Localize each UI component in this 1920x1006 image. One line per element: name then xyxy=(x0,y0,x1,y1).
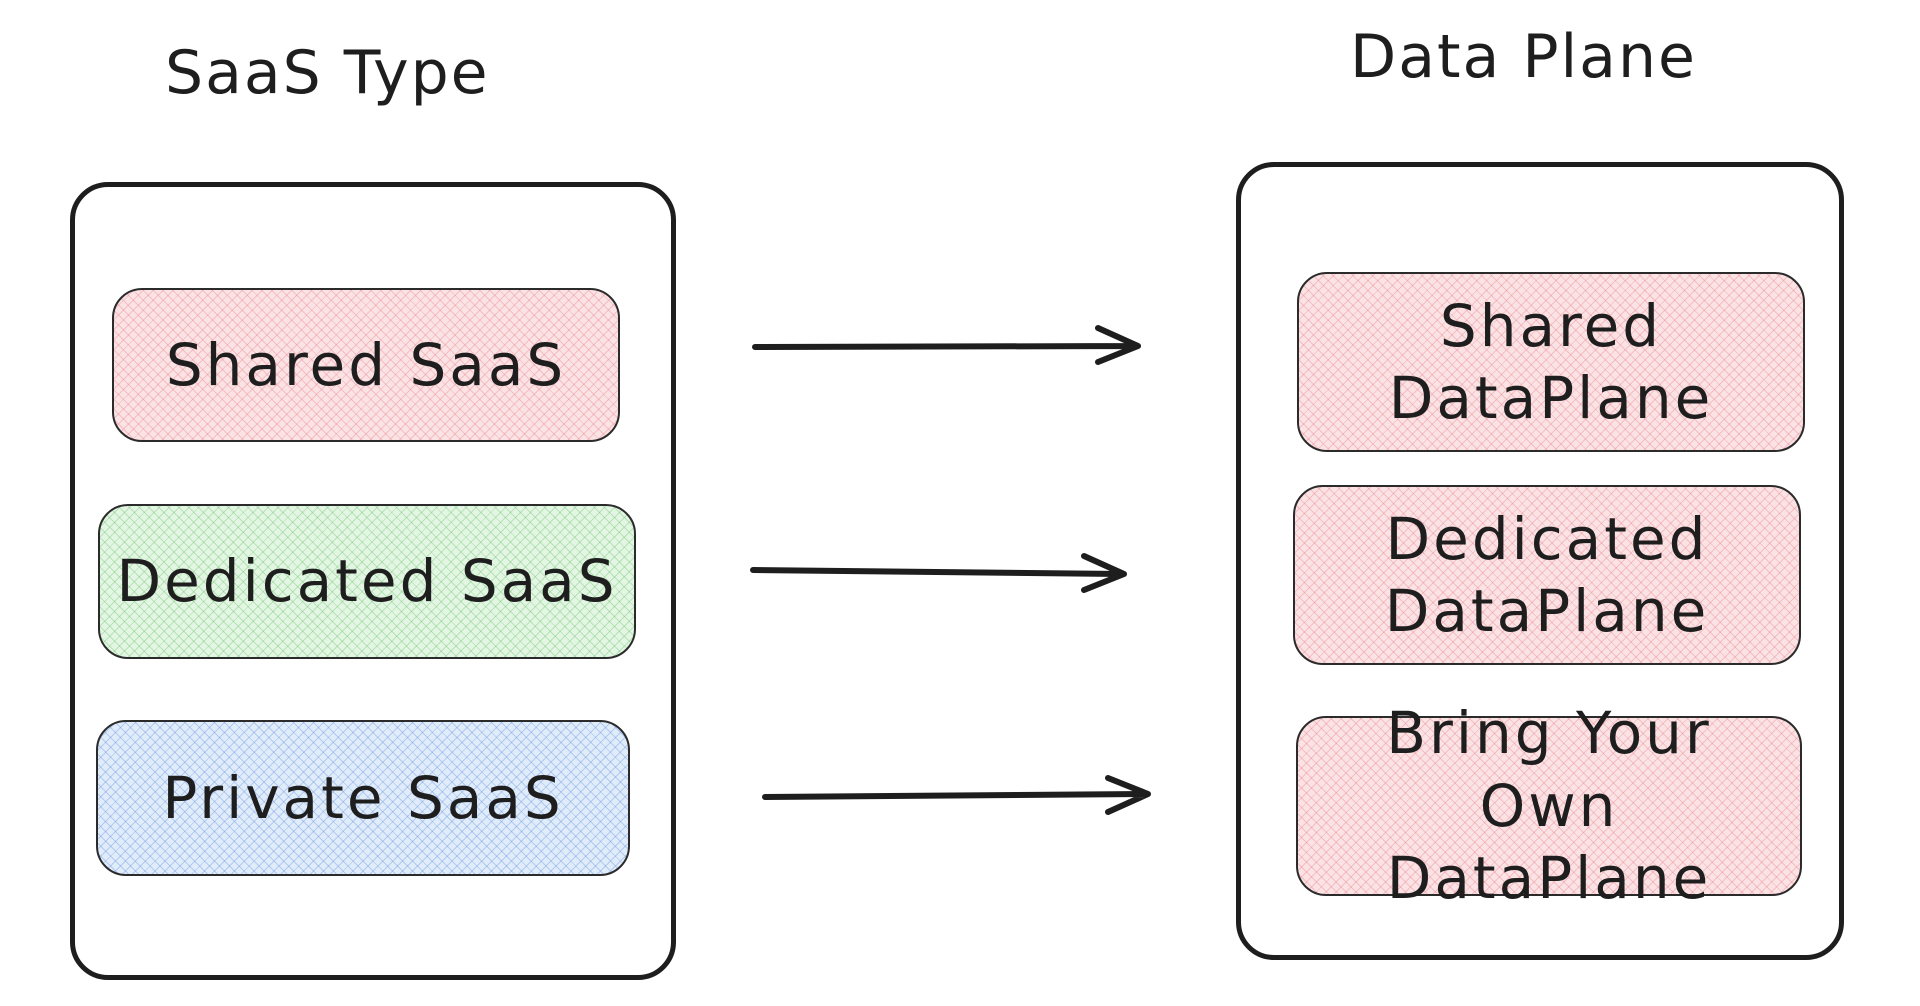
shared-saas-box: Shared SaaS xyxy=(112,288,620,442)
dedicated-saas-label: Dedicated SaaS xyxy=(116,547,618,616)
arrow-private xyxy=(762,775,1151,815)
saas-type-title: SaaS Type xyxy=(165,38,490,108)
byo-dataplane-label: Bring Your Own DataPlane xyxy=(1386,699,1712,913)
private-saas-box: Private SaaS xyxy=(96,720,630,876)
dedicated-saas-box: Dedicated SaaS xyxy=(98,504,636,659)
private-saas-label: Private SaaS xyxy=(162,763,564,832)
dedicated-dataplane-label: Dedicated DataPlane xyxy=(1384,504,1710,646)
arrow-dedicated xyxy=(750,553,1127,593)
shared-saas-label: Shared SaaS xyxy=(165,330,567,399)
shared-dataplane-box: Shared DataPlane xyxy=(1297,272,1805,452)
byo-dataplane-box: Bring Your Own DataPlane xyxy=(1296,699,1802,912)
shared-dataplane-label: Shared DataPlane xyxy=(1388,291,1714,433)
dedicated-dataplane-box: Dedicated DataPlane xyxy=(1293,485,1801,665)
arrow-shared xyxy=(752,325,1141,365)
data-plane-title: Data Plane xyxy=(1350,22,1697,92)
